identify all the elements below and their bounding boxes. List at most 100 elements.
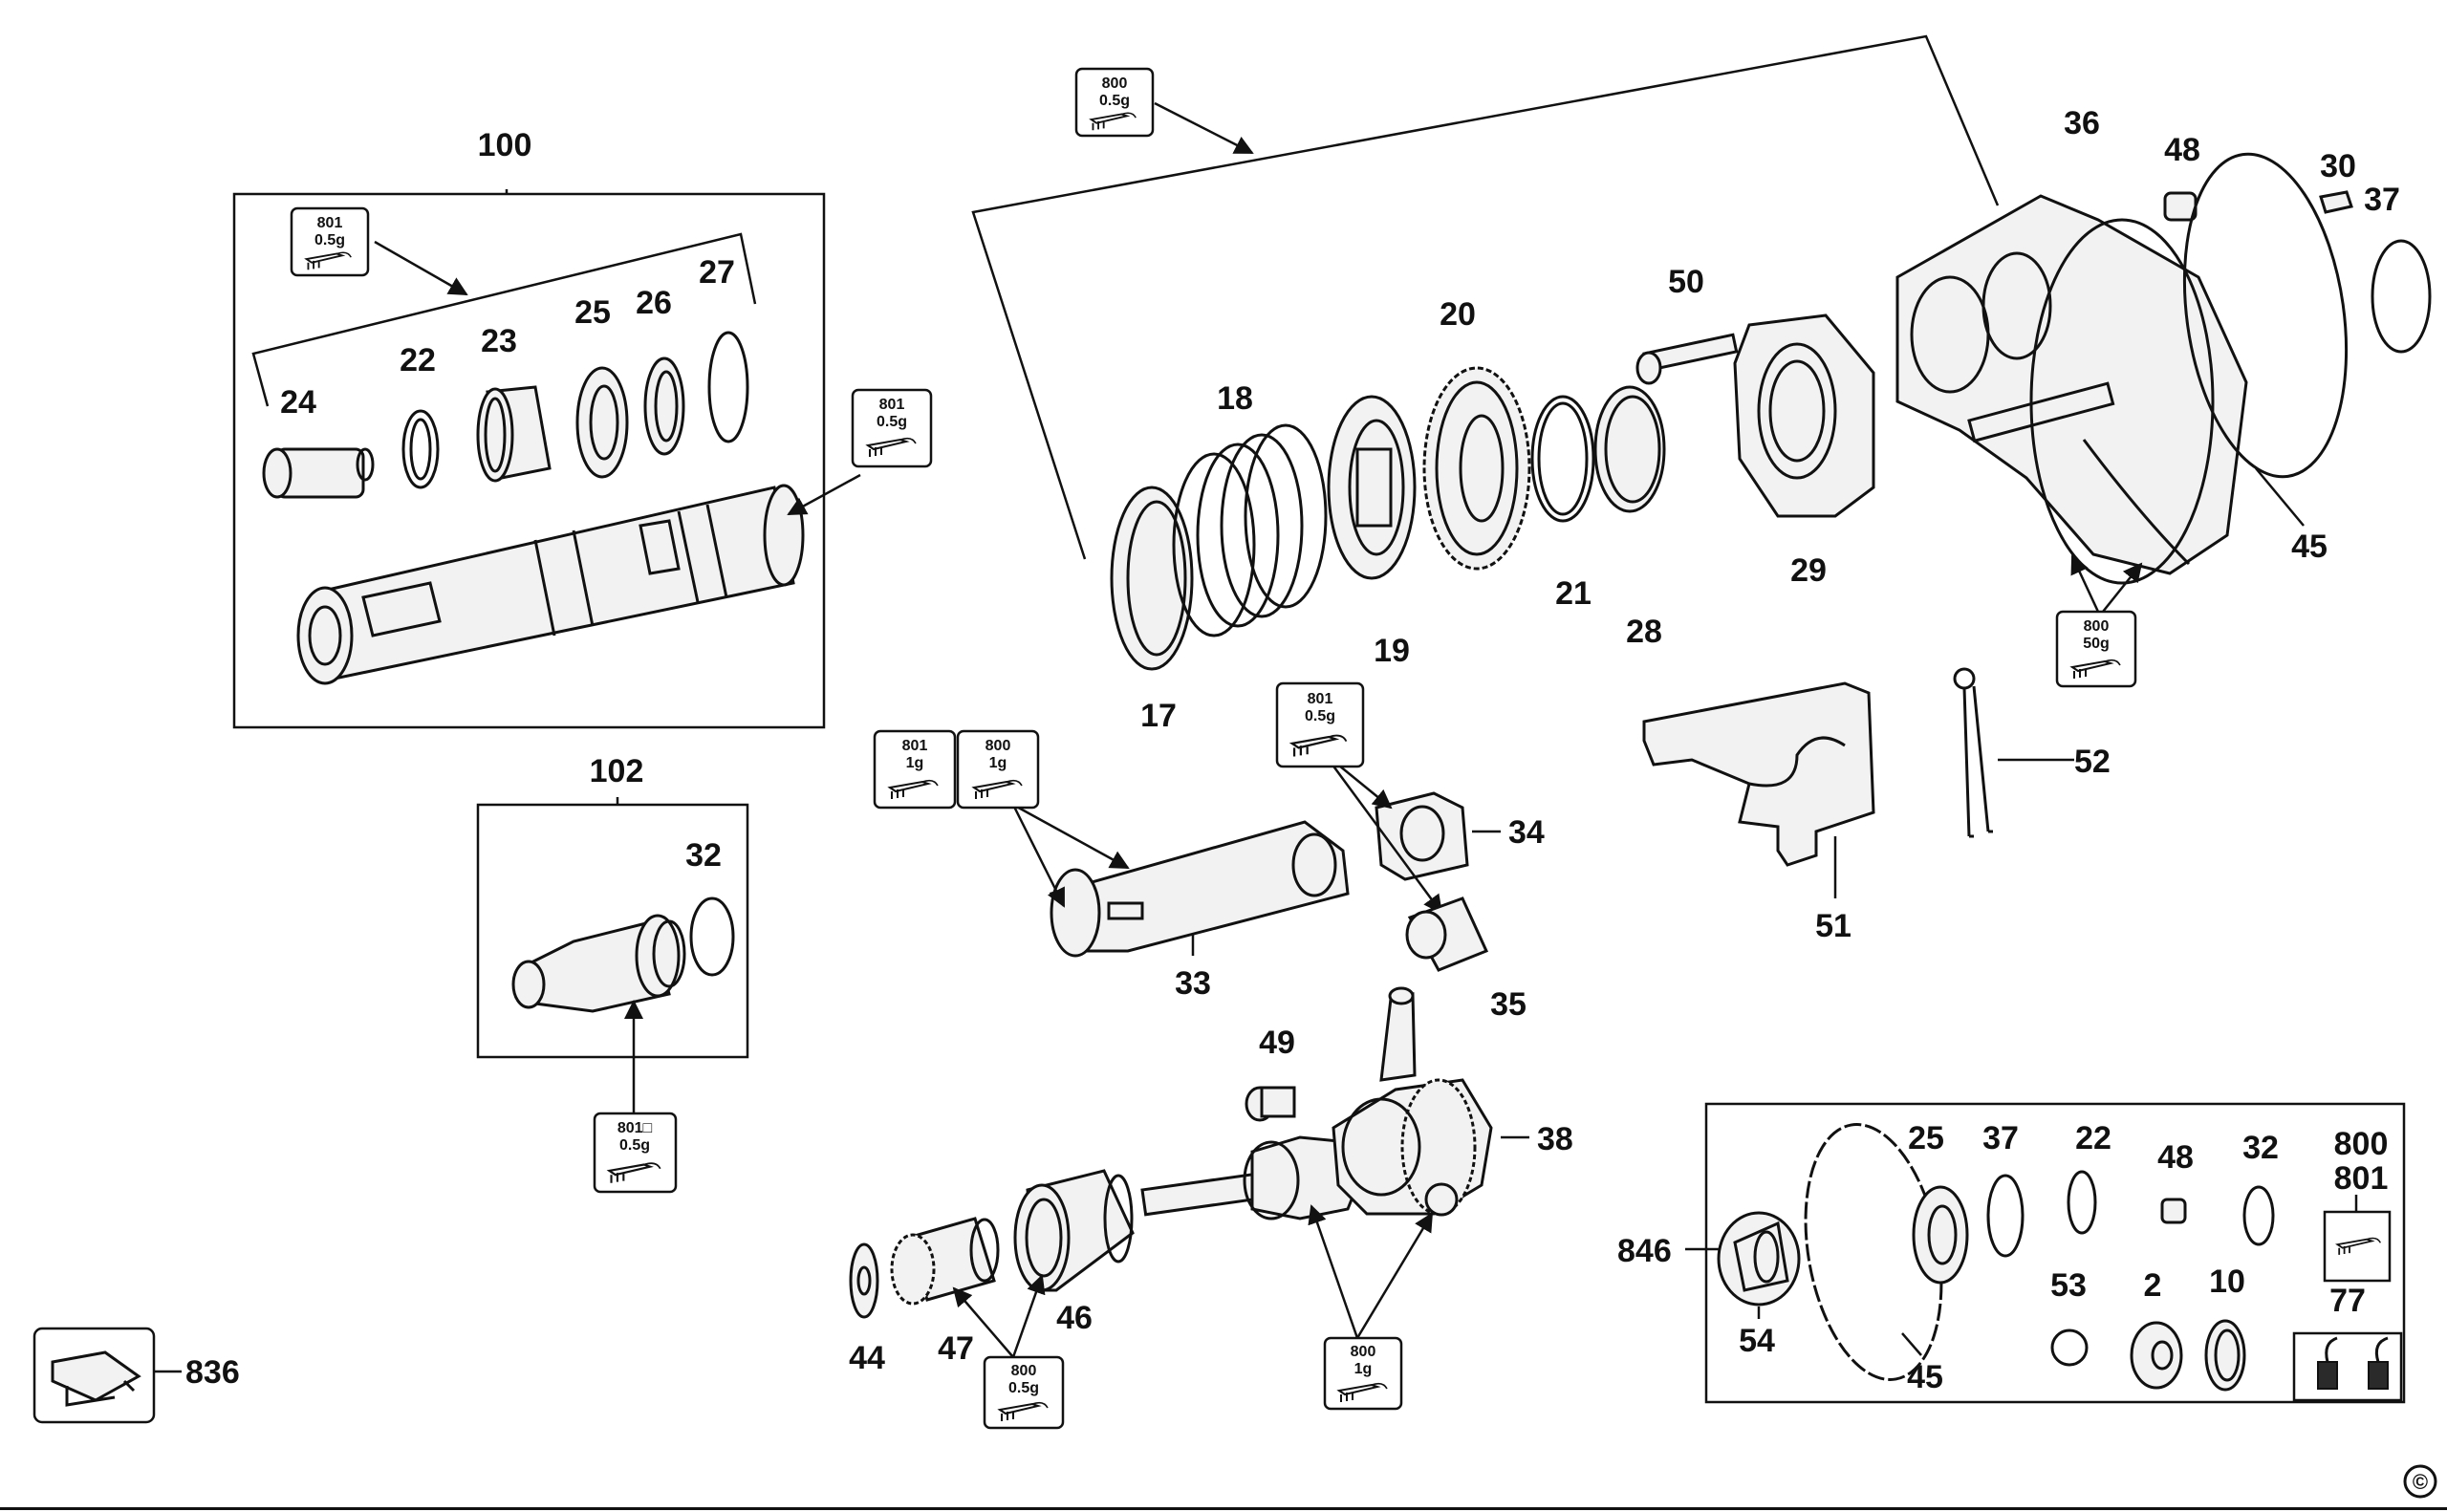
part-label-48: 48 xyxy=(2164,132,2200,168)
part-77-brushes xyxy=(2292,1331,2403,1402)
svg-text:800: 800 xyxy=(2084,618,2110,635)
part-label-54: 54 xyxy=(1739,1323,1775,1359)
part-label-37b: 37 xyxy=(1982,1120,2019,1156)
part-836-tool xyxy=(32,1327,156,1424)
part-label-46: 46 xyxy=(1056,1300,1093,1336)
part-label-846: 846 xyxy=(1617,1233,1672,1269)
lube-badge-102: 801□ 0.5g xyxy=(593,1112,678,1194)
part-22-ring xyxy=(401,409,440,489)
part-label-17: 17 xyxy=(1140,698,1177,734)
part-label-53: 53 xyxy=(2050,1267,2087,1304)
part-28-ring xyxy=(1593,385,1666,513)
svg-text:801: 801 xyxy=(1308,691,1333,707)
lube-badge-34: 801 0.5g xyxy=(1275,681,1365,768)
svg-text:0.5g: 0.5g xyxy=(619,1137,650,1154)
part-23-sleeve xyxy=(476,385,552,483)
lube-badge-45: 800 50g xyxy=(2055,610,2137,688)
group-box-service-kit xyxy=(1704,1102,2406,1404)
part-label-77: 77 xyxy=(2329,1283,2366,1319)
part-label-45: 45 xyxy=(2291,529,2328,565)
part-label-100: 100 xyxy=(478,127,532,163)
svg-text:0.5g: 0.5g xyxy=(1305,708,1335,724)
svg-text:801: 801 xyxy=(902,738,928,754)
part-30-block xyxy=(2319,190,2353,214)
part-label-37: 37 xyxy=(2364,182,2400,218)
group-box-102 xyxy=(476,803,749,1059)
svg-text:801: 801 xyxy=(879,397,905,413)
svg-text:800: 800 xyxy=(985,738,1011,754)
lube-badge-33b: 800 1g xyxy=(956,729,1040,810)
part-21-ring xyxy=(1530,395,1595,523)
part-label-18: 18 xyxy=(1217,380,1253,417)
part-29-flange xyxy=(1733,313,1875,518)
part-label-44: 44 xyxy=(849,1340,885,1376)
part-label-45b: 45 xyxy=(1907,1359,1943,1395)
part-17-ring xyxy=(1110,486,1194,671)
part-label-10: 10 xyxy=(2209,1264,2245,1300)
part-46-sleeve xyxy=(1013,1169,1135,1292)
part-label-25: 25 xyxy=(574,294,611,331)
part-label-836: 836 xyxy=(185,1354,240,1391)
part-label-36: 36 xyxy=(2064,105,2100,141)
part-34-block xyxy=(1375,791,1469,881)
svg-text:801□: 801□ xyxy=(617,1120,653,1136)
part-label-22: 22 xyxy=(400,342,436,378)
part-label-28: 28 xyxy=(1626,614,1662,650)
part-24-pin xyxy=(262,447,375,499)
part-22-ring-b xyxy=(2067,1170,2097,1235)
svg-text:1g: 1g xyxy=(989,755,1007,771)
svg-text:800: 800 xyxy=(1102,76,1128,92)
part-800-801-tubes xyxy=(2323,1210,2392,1283)
part-47-gear-sleeve xyxy=(890,1217,1000,1306)
svg-text:0.5g: 0.5g xyxy=(1099,93,1130,109)
part-label-32b: 32 xyxy=(2242,1130,2279,1166)
part-spindle xyxy=(296,484,805,685)
part-20-gear xyxy=(1422,366,1531,571)
part-label-27: 27 xyxy=(699,254,735,291)
part-35-pin xyxy=(1405,896,1489,972)
part-label-51: 51 xyxy=(1815,908,1851,944)
lube-badge-33a: 801 1g xyxy=(873,729,957,810)
svg-text:0.5g: 0.5g xyxy=(314,232,345,248)
group-box-100 xyxy=(232,192,826,729)
part-label-801: 801 xyxy=(2334,1160,2389,1197)
part-38-crank xyxy=(1140,986,1493,1220)
svg-text:0.5g: 0.5g xyxy=(877,414,907,430)
part-label-33: 33 xyxy=(1175,965,1211,1002)
lube-badge-spindle: 801 0.5g xyxy=(851,388,933,468)
svg-text:801: 801 xyxy=(317,215,343,231)
svg-text:800: 800 xyxy=(1011,1363,1037,1379)
part-48-cylinder-b xyxy=(2160,1198,2187,1224)
part-label-20: 20 xyxy=(1440,296,1476,333)
part-25-bearing-b xyxy=(1912,1185,1969,1285)
svg-text:800: 800 xyxy=(1351,1344,1376,1360)
part-label-26: 26 xyxy=(636,285,672,321)
svg-text:1g: 1g xyxy=(1354,1361,1373,1377)
part-label-48b: 48 xyxy=(2157,1139,2194,1176)
part-32-ring-b xyxy=(2242,1185,2275,1246)
part-label-52: 52 xyxy=(2074,744,2111,780)
part-label-38: 38 xyxy=(1537,1121,1573,1157)
part-label-800: 800 xyxy=(2334,1126,2389,1162)
part-label-21: 21 xyxy=(1555,575,1592,612)
part-37-ring-b xyxy=(1986,1174,2025,1258)
part-2-bearing xyxy=(2130,1321,2183,1390)
part-label-49: 49 xyxy=(1259,1025,1295,1061)
part-51-shift-fork xyxy=(1642,681,1875,898)
part-45-oring-a xyxy=(2182,152,2349,479)
part-102-assembly xyxy=(511,914,686,1013)
part-label-102: 102 xyxy=(590,753,644,789)
part-52-spring-pin xyxy=(1953,667,1993,838)
part-33-lever xyxy=(1049,820,1350,958)
part-label-2: 2 xyxy=(2144,1267,2162,1304)
part-36-housing xyxy=(1895,194,2248,585)
part-19-clutch xyxy=(1327,395,1417,580)
part-846-cap xyxy=(1717,1211,1801,1307)
part-label-25b: 25 xyxy=(1908,1120,1944,1156)
part-48-cylinder-a xyxy=(2163,191,2198,222)
part-18-spring xyxy=(1172,423,1328,637)
part-label-29: 29 xyxy=(1790,552,1827,589)
svg-text:50g: 50g xyxy=(2083,636,2110,652)
part-25-bearing xyxy=(575,366,629,479)
